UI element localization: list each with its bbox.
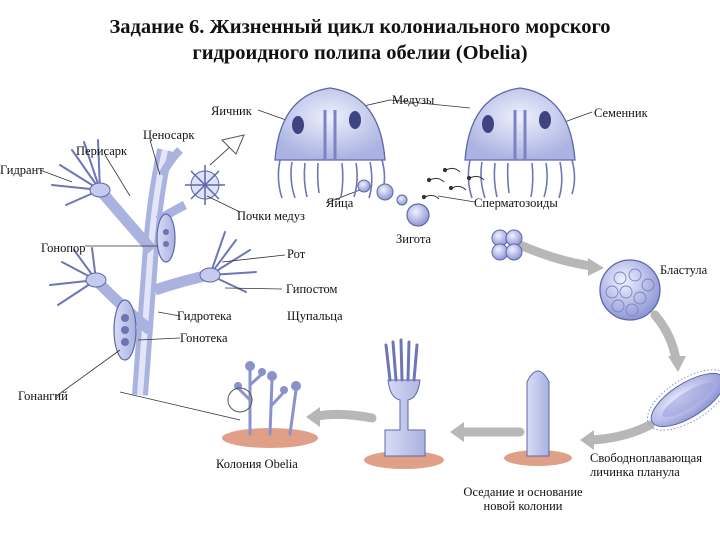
arrow-polyp-to-colony [313, 409, 377, 423]
page-title: Задание 6. Жизненный цикл колониального … [0, 14, 720, 66]
label-gonopore: Гонопор [41, 241, 86, 255]
medusa-male [464, 87, 576, 199]
label-testis: Семенник [594, 106, 648, 120]
title-line-2: гидроидного полипа обелии (Obelia) [192, 42, 528, 64]
obelia-colony-large [49, 134, 257, 396]
label-tentacles: Щупальца [287, 309, 343, 323]
label-gonangium: Гонангий [18, 389, 68, 403]
sperm [421, 167, 485, 200]
label-ovary: Яичник [211, 104, 252, 118]
blastula [599, 259, 661, 321]
medusa-female [274, 87, 386, 199]
label-settling-line2: новой колонии [483, 499, 563, 513]
label-settling: Оседание и основание новой колонии [448, 485, 598, 513]
label-eggs: Яйца [326, 196, 354, 210]
label-blastula: Бластула [660, 263, 708, 277]
label-gonotheca: Гонотека [180, 331, 228, 345]
label-hydrotheca: Гидротека [177, 309, 232, 323]
cleavage-embryo [491, 229, 523, 261]
label-settling-line1: Оседание и основание [463, 485, 583, 499]
label-planula: Свободноплавающая личинка планула [590, 451, 702, 479]
settling-polyp [504, 370, 572, 466]
arrow-blastula-to-planula [650, 310, 681, 365]
small-colony [222, 361, 318, 448]
label-medusae: Медузы [392, 93, 435, 107]
zygote [406, 203, 430, 227]
label-planula-line2: личинка планула [590, 465, 680, 479]
label-medusa-buds: Почки медуз [237, 209, 305, 223]
arrow-zygote-to-blastula [515, 240, 597, 271]
label-hypostome: Гипостом [286, 282, 338, 296]
label-planula-line1: Свободноплавающая [590, 451, 702, 465]
cycle-arrows [313, 240, 681, 445]
label-colony-obelia: Колония Obelia [216, 457, 298, 471]
planula-larva [646, 369, 720, 431]
label-perisarc: Перисарк [76, 144, 128, 158]
label-sperm: Сперматозоиды [474, 196, 558, 210]
label-coenosarc: Ценосарк [143, 128, 195, 142]
label-zygote: Зигота [396, 232, 432, 246]
young-polyp [364, 338, 444, 469]
cycle-arrowheads [306, 258, 686, 450]
eggs [357, 179, 408, 206]
label-hydranth: Гидрант [0, 163, 44, 177]
arrow-planula-to-settling [587, 420, 655, 445]
title-line-1: Задание 6. Жизненный цикл колониального … [109, 16, 611, 38]
label-mouth: Рот [287, 247, 306, 261]
